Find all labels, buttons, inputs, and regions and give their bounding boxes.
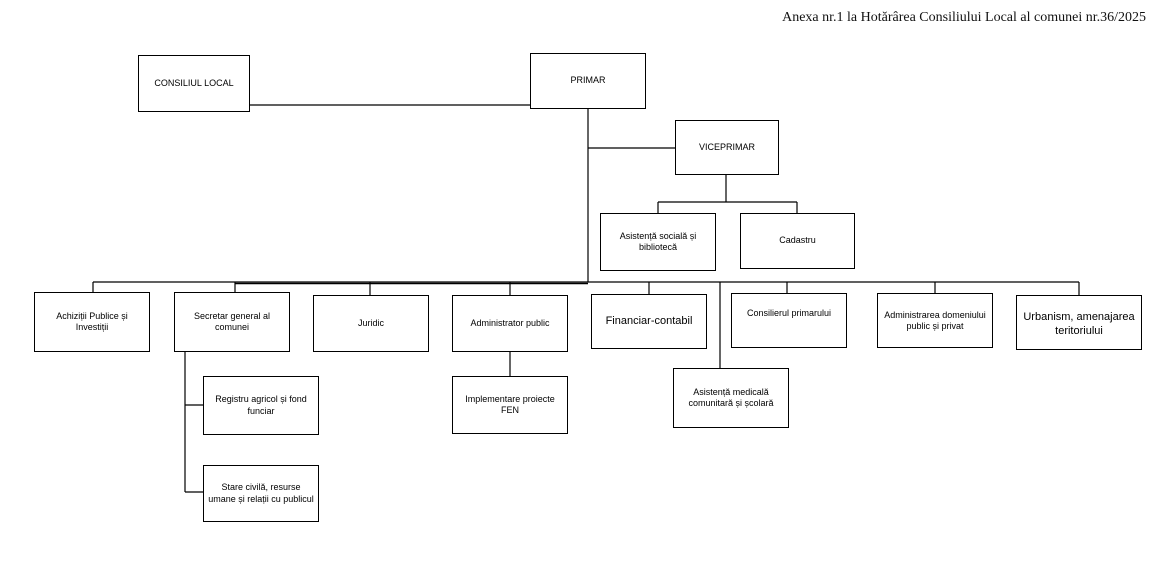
node-achizitii-label: Achiziții Publice și Investiții [56, 310, 128, 332]
node-consilierul-primarului-label: Consilierul primarului [746, 308, 832, 318]
node-primar: PRIMAR [530, 53, 646, 109]
node-consiliul-local-label: CONSILIUL LOCAL [154, 77, 234, 88]
node-consiliul-local: CONSILIUL LOCAL [138, 55, 250, 112]
node-administrator-public: Administrator public [452, 295, 568, 352]
node-consilierul-primarului: Consilierul primarului [731, 293, 847, 348]
node-administrator-public-label: Administrator public [470, 317, 550, 328]
node-asistenta-sociala: Asistență socială și bibliotecă [600, 213, 716, 271]
node-administrarea-domeniului-label: Administrarea domeniului public și priva… [884, 310, 986, 332]
node-juridic: Juridic [313, 295, 429, 352]
node-urbanism: Urbanism, amenajarea teritoriului [1016, 295, 1142, 350]
node-cadastru: Cadastru [740, 213, 855, 269]
node-primar-label: PRIMAR [570, 75, 606, 86]
node-implementare-fen-label: Implementare proiecte FEN [465, 393, 555, 415]
node-secretar: Secretar general al comunei [174, 292, 290, 352]
node-stare-civila: Stare civilă, resurse umane și relații c… [203, 465, 319, 522]
node-implementare-fen: Implementare proiecte FEN [452, 376, 568, 434]
node-financiar-contabil: Financiar-contabil [591, 294, 707, 349]
document-header: Anexa nr.1 la Hotărârea Consiliului Loca… [782, 10, 1146, 25]
node-registru-agricol: Registru agricol și fond funciar [203, 376, 319, 435]
node-cadastru-label: Cadastru [779, 235, 816, 246]
node-juridic-label: Juridic [357, 317, 384, 328]
node-stare-civila-label: Stare civilă, resurse umane și relații c… [208, 482, 314, 504]
node-viceprimar-label: VICEPRIMAR [698, 141, 755, 152]
node-asistenta-medicala-label: Asistență medicală comunitară și școlară [688, 386, 774, 408]
node-viceprimar: VICEPRIMAR [675, 120, 779, 175]
node-financiar-contabil-label: Financiar-contabil [605, 314, 693, 327]
node-registru-agricol-label: Registru agricol și fond funciar [215, 394, 307, 416]
node-asistenta-medicala: Asistență medicală comunitară și școlară [673, 368, 789, 428]
node-asistenta-sociala-label: Asistență socială și bibliotecă [619, 230, 697, 252]
node-achizitii: Achiziții Publice și Investiții [34, 292, 150, 352]
node-administrarea-domeniului: Administrarea domeniului public și priva… [877, 293, 993, 348]
node-secretar-label: Secretar general al comunei [193, 311, 271, 333]
node-urbanism-label: Urbanism, amenajarea teritoriului [1023, 311, 1135, 337]
